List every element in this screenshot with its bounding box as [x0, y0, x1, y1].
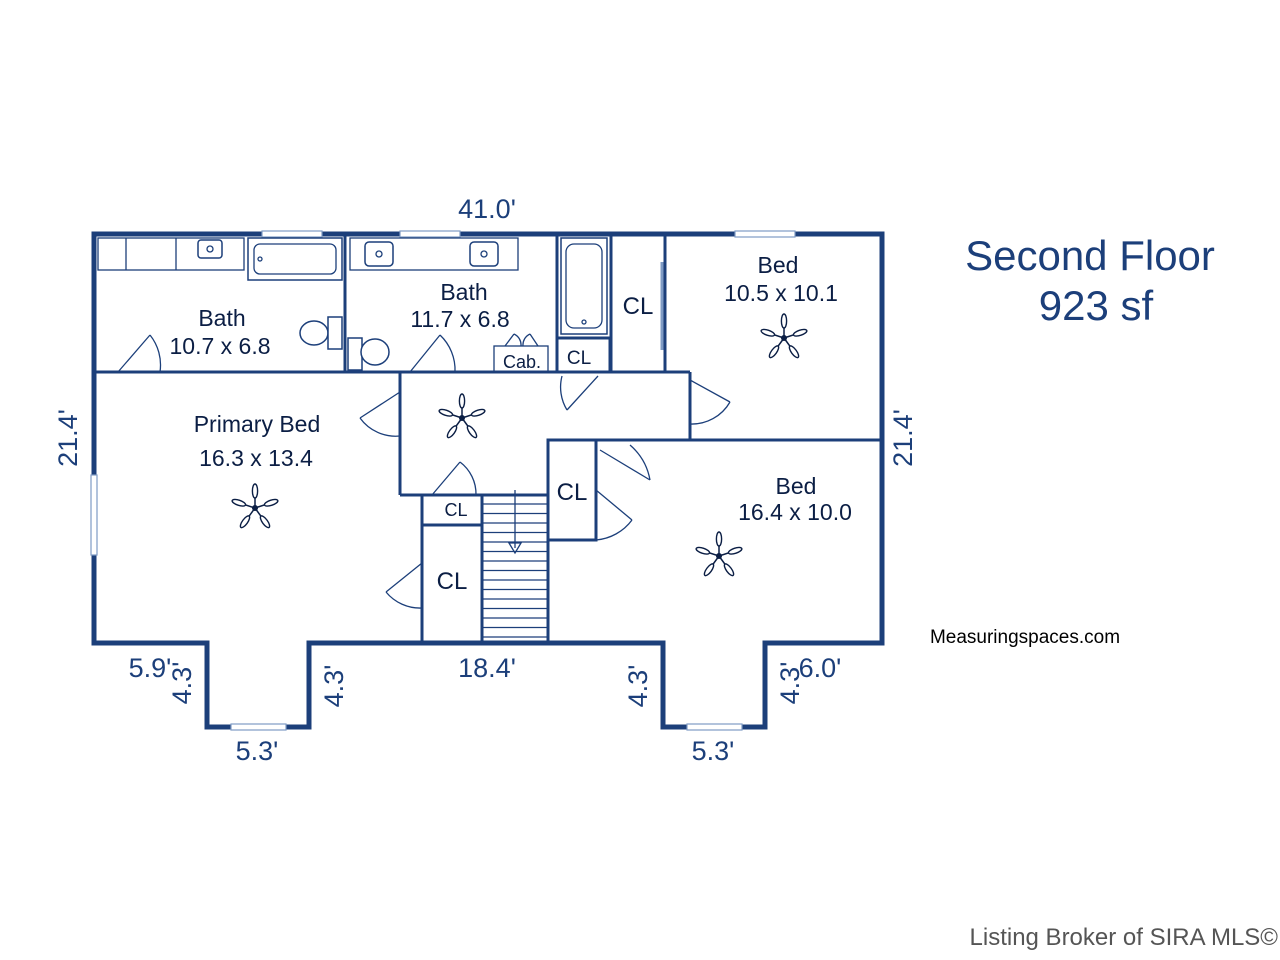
sink-drain: [206, 245, 214, 253]
sink-left: [197, 239, 223, 259]
toilet-left: [299, 320, 329, 346]
vanity-left: [97, 237, 245, 271]
dimension-left-offset: 5.9': [129, 653, 172, 683]
dimension-left: 21.4': [53, 409, 83, 467]
ceiling-fan-icon: [695, 531, 743, 577]
toilet-mid-tank: [347, 337, 363, 371]
credit-measuringspaces: Measuringspaces.com: [930, 627, 1120, 648]
door-primary-bed: [359, 391, 401, 437]
door-closet-bath: [559, 375, 599, 411]
room-size-bath-mid: 11.7 x 6.8: [410, 306, 509, 332]
stair-arrow-head: [507, 542, 523, 555]
dimension-bay-left-depth-b: 4.3': [319, 665, 349, 708]
door-bed-top: [689, 379, 731, 425]
cabinet-doors: [504, 333, 539, 347]
sink-drain: [480, 250, 488, 258]
vanity-mid: [349, 237, 519, 271]
window: [90, 474, 98, 556]
door-closet-large: [385, 562, 423, 609]
room-size-bath-left: 10.7 x 6.8: [169, 333, 270, 359]
room-name-bath-left: Bath: [198, 305, 245, 331]
room-size-bed-bottom-right: 16.4 x 10.0: [738, 499, 852, 525]
dimension-right: 21.4': [888, 409, 918, 467]
label-cab: Cab.: [503, 352, 541, 372]
room-name-bed-bottom-right: Bed: [776, 473, 817, 499]
ceiling-fan-icon: [438, 393, 486, 439]
sink-drain: [375, 250, 383, 258]
window: [686, 723, 743, 731]
tub-mid-inner: [565, 243, 603, 329]
dimension-bay-right-depth-a: 4.3': [623, 665, 653, 708]
label-closet-hall-large: CL: [437, 568, 468, 595]
sink-mid-b: [469, 241, 499, 267]
ceiling-fan-icon: [760, 313, 808, 359]
listing-broker: Listing Broker of SIRA MLS©: [970, 924, 1279, 951]
toilet-mid: [360, 338, 390, 366]
tub-drain: [257, 256, 263, 262]
window: [399, 230, 461, 238]
tub-left-inner: [253, 243, 337, 275]
room-size-primary-bed: 16.3 x 13.4: [199, 445, 313, 471]
floor-area: 923 sf: [1039, 282, 1154, 329]
room-name-primary-bed: Primary Bed: [194, 411, 321, 437]
window: [261, 230, 323, 238]
dimension-bottom-mid: 18.4': [458, 653, 516, 683]
sink-mid-a: [364, 241, 394, 267]
dimension-top: 41.0': [458, 194, 516, 224]
label-closet-bed-top: CL: [623, 293, 654, 320]
label-closet-stair-right: CL: [557, 479, 588, 506]
toilet-left-tank: [327, 316, 343, 350]
room-name-bed-top-right: Bed: [758, 252, 799, 278]
tub-left: [247, 237, 343, 281]
ceiling-fan-icon: [231, 483, 279, 529]
exterior-wall: [91, 231, 885, 730]
floor-title: Second Floor: [965, 232, 1215, 279]
ceiling-fans: [231, 313, 808, 577]
label-closet-bath: CL: [567, 348, 591, 369]
dimension-bay-left-width: 5.3': [236, 736, 279, 766]
door-bed-bottom: [599, 444, 651, 481]
door-bath-mid: [409, 334, 456, 373]
tub-drain: [581, 319, 587, 325]
dimension-bay-left-depth-a: 4.3': [167, 662, 197, 705]
door-closet-hall: [431, 461, 477, 496]
dimension-bay-right-width: 5.3': [692, 736, 735, 766]
window: [734, 230, 796, 238]
dimension-right-offset: 6.0': [799, 653, 842, 683]
room-name-bath-mid: Bath: [440, 279, 487, 305]
label-closet-hall-small: CL: [444, 500, 467, 520]
door-closet-stair: [595, 489, 633, 541]
room-size-bed-top-right: 10.5 x 10.1: [724, 280, 838, 306]
tub-mid: [560, 237, 608, 335]
window: [230, 723, 287, 731]
closet-bath-box: [555, 336, 612, 374]
door-bath-left: [117, 334, 162, 373]
dimension-bay-right-depth-b: 4.3': [775, 662, 805, 705]
